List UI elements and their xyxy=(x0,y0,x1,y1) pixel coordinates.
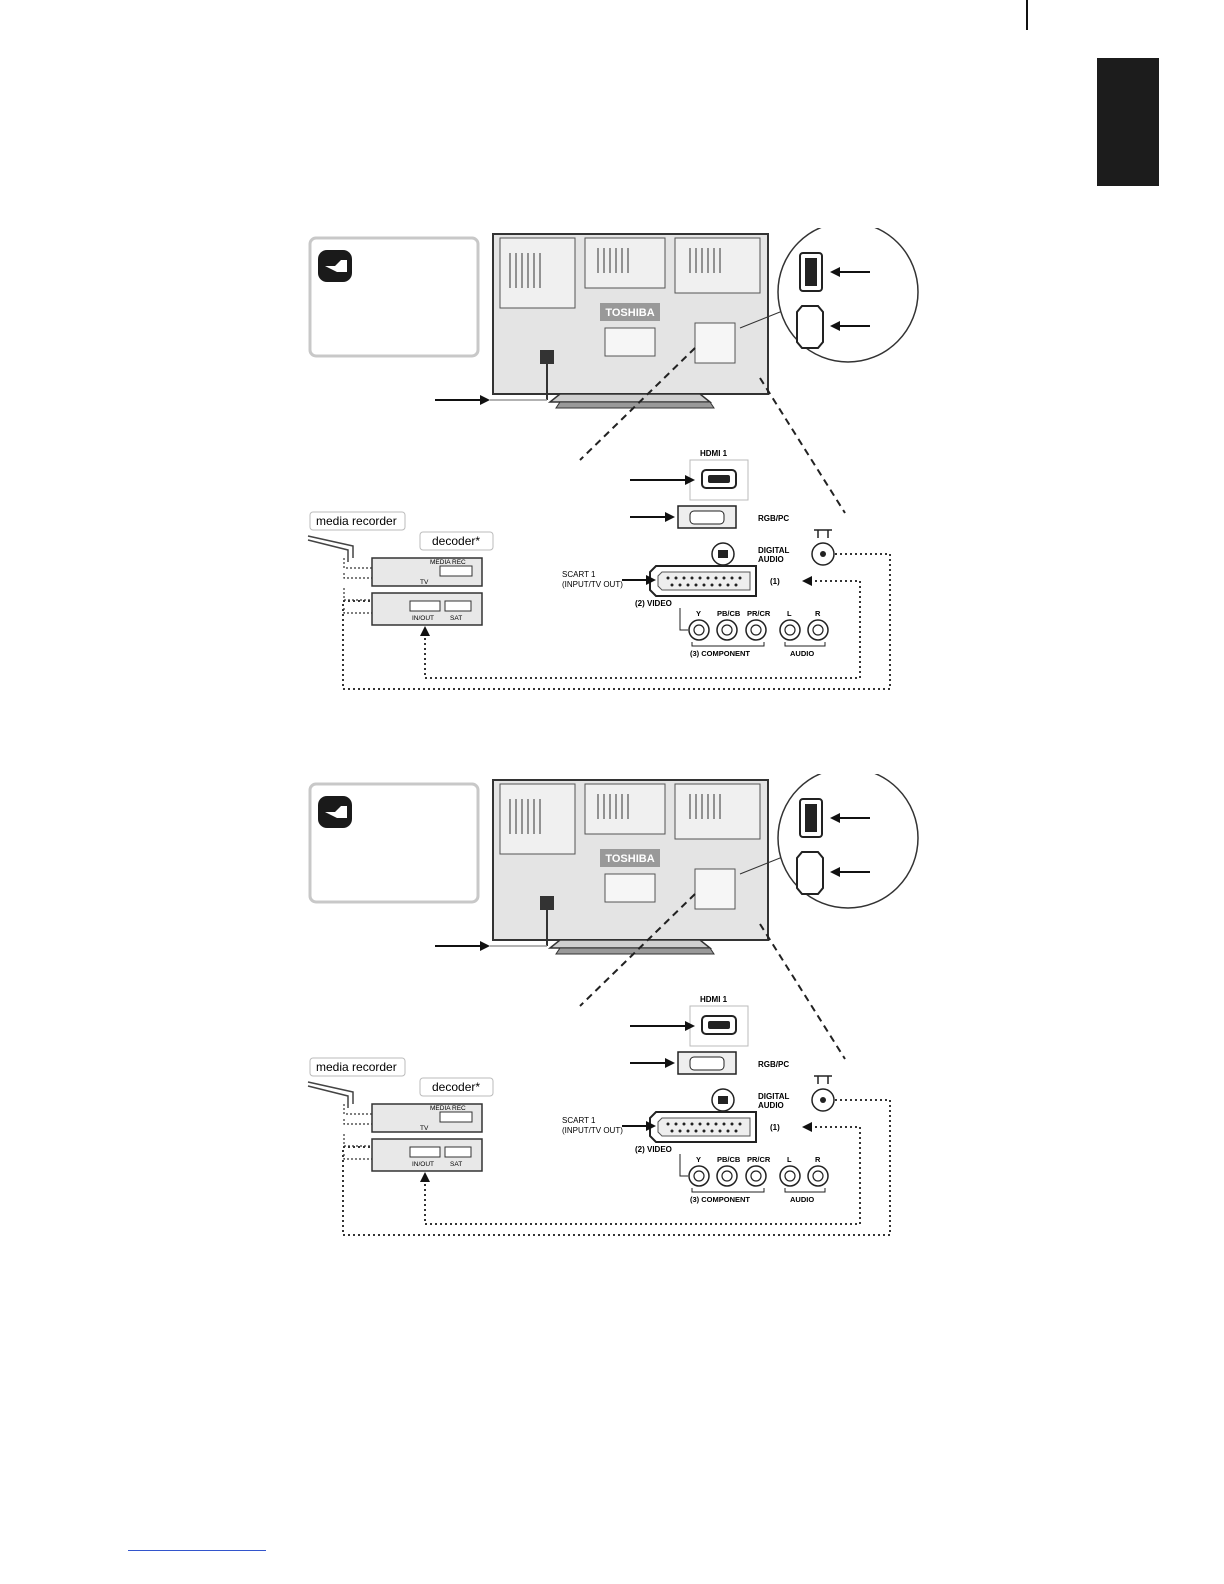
signal-paths xyxy=(342,553,891,690)
l-label: L xyxy=(787,609,792,618)
digital-audio-port: DIGITAL AUDIO xyxy=(711,1088,790,1112)
zoom-guide-lines xyxy=(579,347,846,514)
decoder-socket-1-label: IN/OUT xyxy=(412,615,434,622)
antenna-port-icon xyxy=(811,529,835,566)
decoder-label-label: decoder* xyxy=(432,534,480,548)
scart-port: SCART 1 (INPUT/TV OUT) (1) xyxy=(562,565,780,597)
scart-1-label: SCART 1 xyxy=(562,1116,596,1125)
component-label: (3) COMPONENT xyxy=(690,649,750,658)
note-box xyxy=(308,782,480,904)
device-label-label: media recorder xyxy=(316,514,397,528)
antenna-port-icon xyxy=(811,1075,835,1112)
decoder-socket-2-label: SAT xyxy=(450,1161,462,1168)
component-label: (3) COMPONENT xyxy=(690,1195,750,1204)
rgbpc-label: RGB/PC xyxy=(758,1060,789,1069)
tv-back: TOSHIBA xyxy=(435,233,769,409)
rca-panel: (2) VIDEO Y PB/CB PR/CR L R (3) COMPONEN… xyxy=(635,1145,829,1204)
hdmi1-rgb-panel: HDMI 1 RGB/PC xyxy=(630,995,789,1075)
hdmi1-label: HDMI 1 xyxy=(700,449,728,458)
signal-paths xyxy=(342,1099,891,1236)
tv-back: TOSHIBA xyxy=(435,779,769,955)
hdmi1-label: HDMI 1 xyxy=(700,995,728,1004)
decoder-socket-2-label: SAT xyxy=(450,615,462,622)
external-devices: media recorder decoder* MEDIA REC TV IN/… xyxy=(307,511,494,626)
pb-label: PB/CB xyxy=(717,1155,741,1164)
external-devices: media recorder decoder* MEDIA REC TV IN/… xyxy=(307,1057,494,1172)
media-recorder-box xyxy=(371,557,483,587)
decoder-label-label: decoder* xyxy=(432,1080,480,1094)
connection-diagram-2: TOSHIBA HDMI 1 RG xyxy=(280,774,940,1254)
r-label: R xyxy=(815,609,821,618)
recorder-socket-1-label: MEDIA REC xyxy=(430,559,466,566)
pointing-hand-icon xyxy=(325,260,347,272)
hdmi-side-port-icon xyxy=(796,851,824,895)
language-tab xyxy=(1097,58,1159,186)
scart-2-label: (INPUT/TV OUT) xyxy=(562,1126,623,1135)
recorder-socket-2-label: TV xyxy=(420,579,429,586)
scart-num-label: (1) xyxy=(770,577,780,586)
hdmi-side-port-icon xyxy=(796,305,824,349)
pr-label: PR/CR xyxy=(747,1155,771,1164)
rgbpc-label: RGB/PC xyxy=(758,514,789,523)
digital-audio-2-label: AUDIO xyxy=(758,1101,784,1110)
digital-audio-1-label: DIGITAL xyxy=(758,546,790,555)
note-box xyxy=(308,236,480,358)
audio-label: AUDIO xyxy=(790,1195,814,1204)
recorder-socket-2-label: TV xyxy=(420,1125,429,1132)
decoder-socket-1-label: IN/OUT xyxy=(412,1161,434,1168)
scart-1-label: SCART 1 xyxy=(562,570,596,579)
scart-num-label: (1) xyxy=(770,1123,780,1132)
scart-2-label: (INPUT/TV OUT) xyxy=(562,580,623,589)
pr-label: PR/CR xyxy=(747,609,771,618)
side-port-zoom xyxy=(739,774,919,909)
pointing-hand-icon xyxy=(325,806,347,818)
connection-diagram-svg: TOSHIBA HDMI 1 RG xyxy=(307,228,919,690)
connection-diagram-svg: TOSHIBA HDMI 1 RG xyxy=(307,774,919,1236)
recorder-socket-1-label: MEDIA REC xyxy=(430,1105,466,1112)
zoom-guide-lines xyxy=(579,893,846,1060)
hdmi1-rgb-panel: HDMI 1 RGB/PC xyxy=(630,449,789,529)
digital-audio-2-label: AUDIO xyxy=(758,555,784,564)
digital-audio-1-label: DIGITAL xyxy=(758,1092,790,1101)
y-label: Y xyxy=(696,1155,701,1164)
l-label: L xyxy=(787,1155,792,1164)
device-label-label: media recorder xyxy=(316,1060,397,1074)
audio-label: AUDIO xyxy=(790,649,814,658)
r-label: R xyxy=(815,1155,821,1164)
top-rule xyxy=(1026,0,1028,30)
video-label: (2) VIDEO xyxy=(635,599,672,608)
digital-audio-port: DIGITAL AUDIO xyxy=(711,542,790,566)
scart-port: SCART 1 (INPUT/TV OUT) (1) xyxy=(562,1111,780,1143)
brand-logo: TOSHIBA xyxy=(605,853,654,865)
y-label: Y xyxy=(696,609,701,618)
rca-panel: (2) VIDEO Y PB/CB PR/CR L R (3) COMPONEN… xyxy=(635,599,829,658)
connection-diagram-1: TOSHIBA HDMI 1 RG xyxy=(280,228,940,708)
video-label: (2) VIDEO xyxy=(635,1145,672,1154)
pb-label: PB/CB xyxy=(717,609,741,618)
footer-link-rule xyxy=(128,1550,266,1551)
brand-logo: TOSHIBA xyxy=(605,307,654,319)
side-port-zoom xyxy=(739,228,919,363)
